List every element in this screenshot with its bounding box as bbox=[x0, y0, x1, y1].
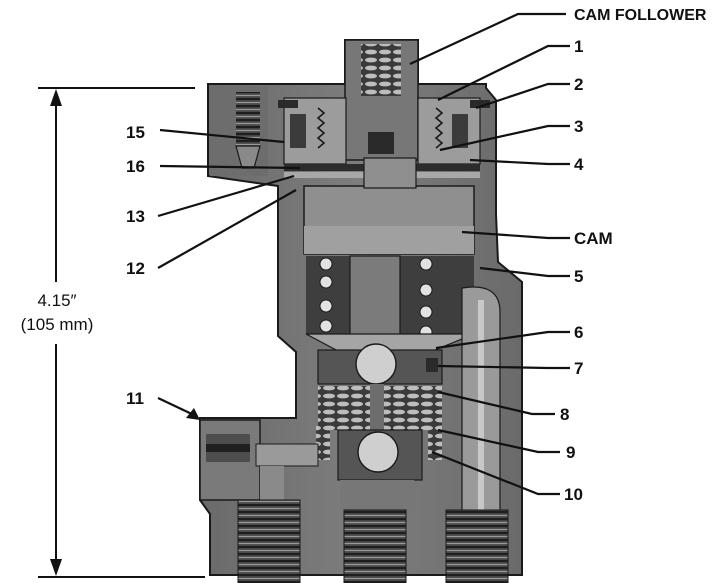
label-2: 2 bbox=[574, 75, 583, 94]
cam bbox=[303, 157, 475, 255]
label-1: 1 bbox=[574, 37, 583, 56]
label-8: 8 bbox=[560, 405, 569, 424]
dim-arrow-bottom bbox=[50, 559, 62, 576]
leader-6 bbox=[435, 330, 570, 350]
leader-lines bbox=[157, 12, 570, 496]
check-ball-lower bbox=[357, 431, 399, 473]
check-ball-upper bbox=[355, 343, 397, 385]
leader-10 bbox=[431, 450, 560, 496]
side-fitting bbox=[199, 419, 319, 506]
label-4: 4 bbox=[574, 155, 584, 174]
part-labels: CAM FOLLOWER 1 2 3 4 CAM 5 6 7 8 9 10 15… bbox=[126, 7, 707, 504]
leader-16 bbox=[159, 164, 301, 170]
spring-right bbox=[434, 107, 444, 149]
spring-left bbox=[316, 107, 326, 149]
label-16: 16 bbox=[126, 157, 145, 176]
label-10: 10 bbox=[564, 485, 583, 504]
stem-right bbox=[445, 509, 509, 583]
stem-left bbox=[237, 499, 301, 583]
leader-11 bbox=[157, 397, 197, 417]
spring-stack bbox=[316, 384, 442, 460]
label-5: 5 bbox=[574, 267, 583, 286]
label-cam: CAM bbox=[574, 229, 613, 248]
leader-1 bbox=[437, 44, 570, 101]
leader-cam bbox=[461, 230, 570, 240]
label-15: 15 bbox=[126, 123, 145, 142]
leader-cam-follower bbox=[409, 12, 566, 65]
label-3: 3 bbox=[574, 117, 583, 136]
leader-5 bbox=[479, 266, 570, 278]
leader-11-arrow bbox=[186, 408, 200, 420]
leader-12 bbox=[157, 189, 297, 269]
leader-3 bbox=[439, 124, 570, 152]
leader-13 bbox=[157, 174, 295, 218]
dimension-mm: (105 mm) bbox=[21, 315, 94, 334]
check-valve-upper bbox=[317, 343, 443, 385]
return-tube bbox=[461, 286, 501, 521]
leader-8 bbox=[437, 390, 555, 416]
top-cap bbox=[210, 86, 268, 176]
label-11: 11 bbox=[126, 389, 144, 408]
leader-7 bbox=[437, 364, 570, 370]
cam-follower bbox=[344, 39, 419, 161]
label-6: 6 bbox=[574, 323, 583, 342]
threaded-stems bbox=[237, 499, 509, 583]
height-dimension: 4.15″ (105 mm) bbox=[21, 87, 205, 578]
follower-spring bbox=[361, 44, 401, 96]
leader-4 bbox=[469, 158, 570, 166]
leader-9 bbox=[437, 428, 560, 454]
dim-arrow-top bbox=[50, 89, 62, 106]
leader-2 bbox=[475, 82, 570, 110]
label-9: 9 bbox=[566, 443, 575, 462]
dimension-inches: 4.15″ bbox=[37, 291, 76, 310]
stem-center bbox=[343, 509, 407, 583]
label-13: 13 bbox=[126, 207, 145, 226]
ball-bearings bbox=[319, 257, 433, 339]
label-cam-follower: CAM FOLLOWER bbox=[574, 7, 707, 24]
leader-15 bbox=[159, 128, 285, 144]
label-12: 12 bbox=[126, 259, 145, 278]
label-7: 7 bbox=[574, 359, 583, 378]
check-valve-lower bbox=[337, 429, 423, 510]
